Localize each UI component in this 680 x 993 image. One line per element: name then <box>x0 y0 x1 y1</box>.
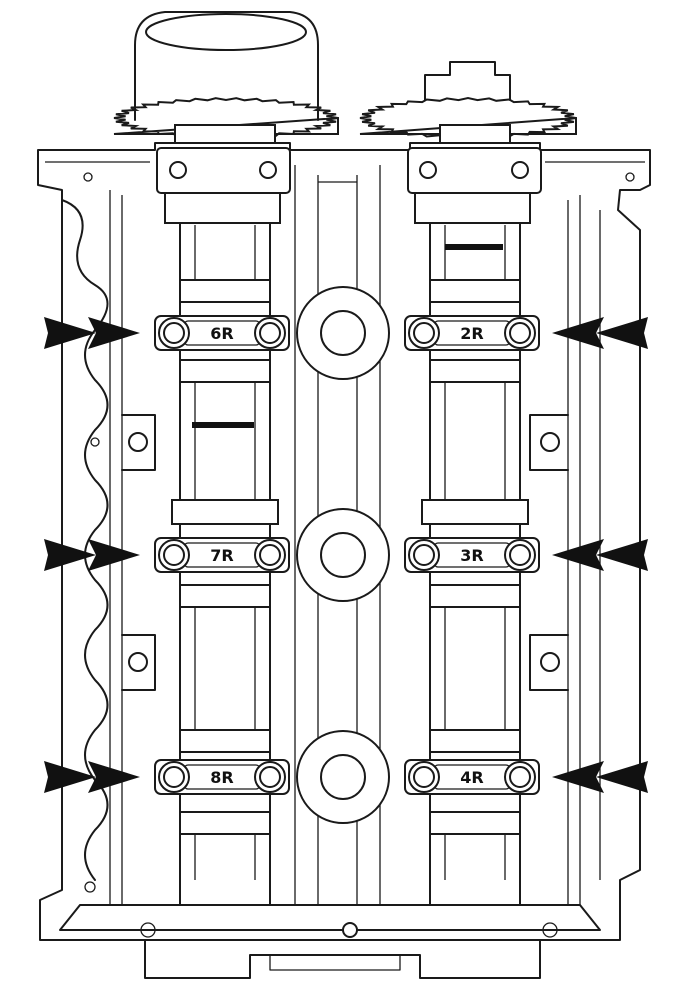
cap-label: 7R <box>210 546 233 565</box>
arrow-icon <box>44 539 140 571</box>
bolt-head-icon <box>158 761 190 793</box>
bolt-head-icon <box>408 539 440 571</box>
pointer-arrows <box>44 317 648 793</box>
arrow-icon <box>552 539 648 571</box>
side-bosses <box>90 414 569 938</box>
left-timing-mark <box>192 422 254 428</box>
cap-label: 8R <box>210 768 233 787</box>
bearing-cap-6r: 6R <box>154 315 290 351</box>
right-timing-mark <box>445 244 503 250</box>
bolt-head-icon <box>158 317 190 349</box>
left-cam-gear-icon <box>113 97 339 139</box>
arrow-icon <box>44 761 140 793</box>
bearing-cap-3r: 3R <box>404 537 540 573</box>
bolt-head-icon <box>504 761 536 793</box>
center-valley <box>294 165 390 938</box>
arrow-icon <box>44 317 140 349</box>
vvt-phaser <box>134 11 511 144</box>
bolt-head-icon <box>254 317 286 349</box>
bolt-head-icon <box>504 539 536 571</box>
cap-label: 4R <box>460 768 483 787</box>
bolt-head-icon <box>158 539 190 571</box>
bolt-head-icon <box>254 539 286 571</box>
arrow-icon <box>552 761 648 793</box>
front-caps <box>156 147 542 224</box>
left-camshaft <box>171 189 279 906</box>
bearing-caps: 6R 7R 8R 2R 3R 4R <box>154 315 540 795</box>
bolt-head-icon <box>408 317 440 349</box>
right-cam-gear-icon <box>359 96 577 140</box>
bearing-cap-7r: 7R <box>154 537 290 573</box>
arrow-icon <box>552 317 648 349</box>
bolt-head-icon <box>504 317 536 349</box>
cap-label: 3R <box>460 546 483 565</box>
bearing-cap-4r: 4R <box>404 759 540 795</box>
cap-label: 6R <box>210 324 233 343</box>
bearing-cap-2r: 2R <box>404 315 540 351</box>
cap-label: 2R <box>460 324 483 343</box>
cam-gears <box>113 96 577 140</box>
bolt-head-icon <box>254 761 286 793</box>
bolt-head-icon <box>408 761 440 793</box>
bearing-cap-8r: 8R <box>154 759 290 795</box>
